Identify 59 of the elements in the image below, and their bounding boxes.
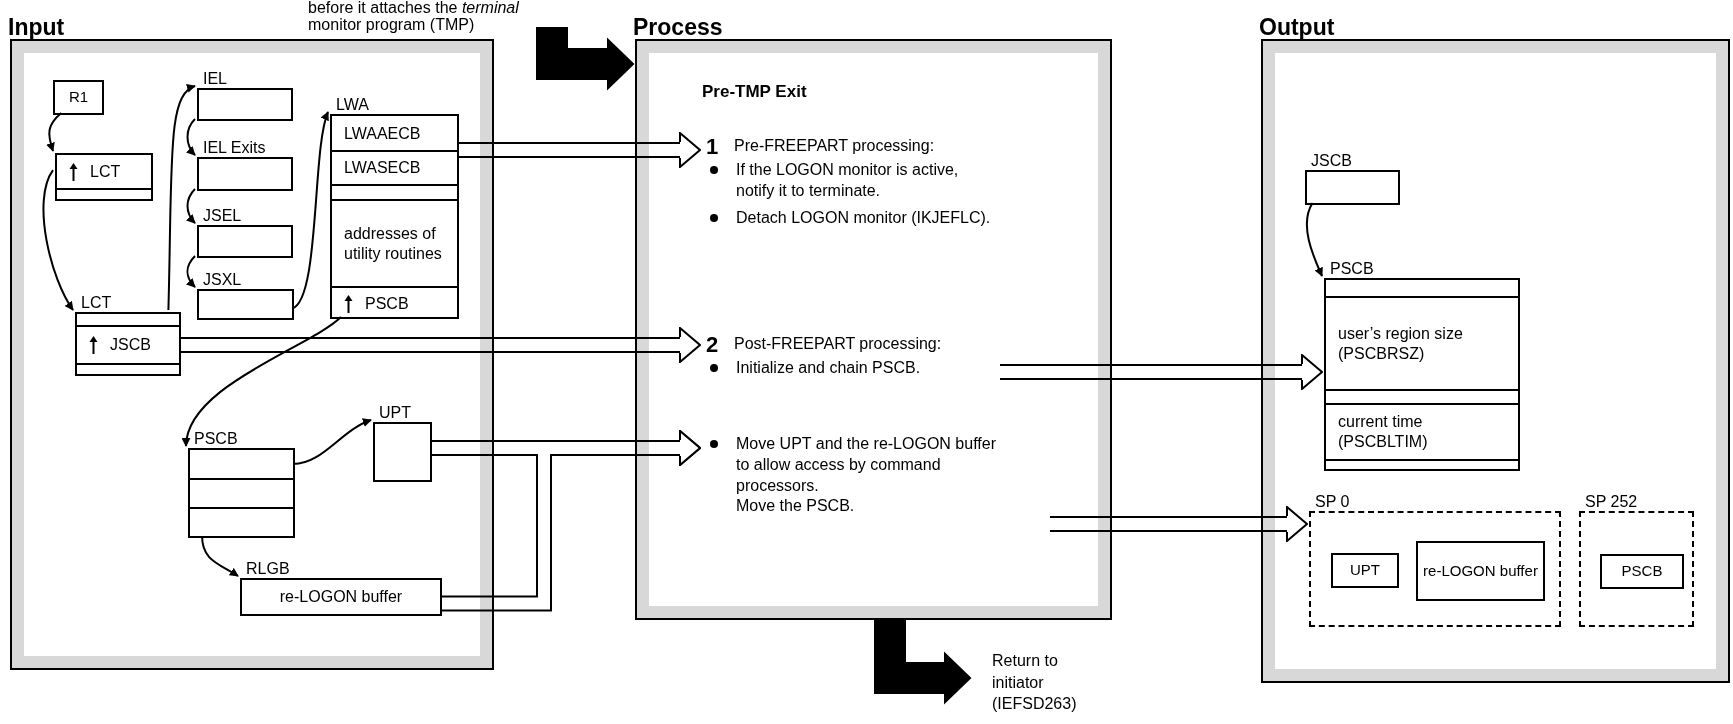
block-name: IEL Exits [203, 140, 266, 156]
block-label: R1 [68, 88, 89, 107]
block-name: LWA [336, 97, 369, 113]
block-label: UPT [1350, 561, 1380, 580]
bullet-text: Move the PSCB. [736, 496, 856, 517]
control-block [55, 153, 153, 201]
block-name: JSEL [203, 208, 242, 224]
pointer-arrow [201, 535, 239, 577]
pointer-arrow [186, 118, 196, 156]
block-name: JSCB [1311, 153, 1352, 169]
note-text: before it attaches the terminal monitor program (TMP) [308, 0, 520, 33]
block-name: RLGB [246, 561, 290, 577]
bullet-text: If the LOGON monitor is active, notify it to terminate. [736, 160, 960, 201]
pointer-arrow [186, 188, 196, 224]
pointer-arrow [292, 418, 372, 465]
block-name: PSCB [194, 431, 238, 447]
block-name: LCT [81, 295, 112, 311]
field-label: current time (PSCBLTIM) [1338, 412, 1429, 452]
panel-title: Input [8, 16, 65, 39]
step-number: 1 [706, 136, 719, 158]
pointer-arrow [42, 169, 74, 311]
pointer-arrow [291, 111, 330, 310]
block-name: JSXL [203, 272, 242, 288]
memory-block [53, 80, 104, 115]
pointer-arrow [182, 316, 342, 447]
block-name: PSCB [1330, 261, 1374, 277]
bullet-text: Detach LOGON monitor (IKJEFLC). [736, 207, 991, 228]
control-flow-arrow [874, 620, 972, 705]
bullet-text: Initialize and chain PSCB. [736, 358, 922, 378]
pointer-arrow [186, 255, 196, 288]
block-label: re-LOGON buffer [1423, 561, 1538, 581]
pointer-arrow [167, 85, 196, 311]
section-heading: Pre-TMP Exit [702, 81, 807, 103]
field-label: LWASECB [344, 158, 421, 178]
field-label: addresses of utility routines [344, 223, 443, 264]
panel-title: Output [1259, 16, 1335, 39]
pointer-arrow [46, 112, 63, 152]
bullet-text: Move UPT and the re-LOGON buffer to allow access by command processors. [736, 434, 997, 496]
control-flow-arrow [536, 27, 635, 91]
pointer-arrow [1305, 202, 1323, 277]
block-name: SP 252 [1585, 494, 1638, 510]
field-label: LWAAECB [344, 123, 421, 144]
step-heading: Post-FREEPART processing: [734, 334, 942, 354]
block-name: IEL [203, 71, 227, 87]
block-label: PSCB [1621, 562, 1663, 581]
block-label: re-LOGON buffer [279, 587, 403, 607]
memory-block [1600, 554, 1684, 589]
panel-title: Process [633, 16, 723, 39]
field-label: LCT [90, 162, 121, 182]
memory-block [1416, 541, 1545, 601]
block-name: UPT [379, 405, 411, 421]
step-number: 2 [706, 334, 719, 356]
block-name: SP 0 [1315, 494, 1350, 510]
field-label: JSCB [110, 335, 151, 355]
exit-label: Return to initiator (IEFSD263) [992, 651, 1078, 715]
step-heading: Pre-FREEPART processing: [734, 136, 935, 156]
memory-block [1331, 553, 1399, 588]
field-label: PSCB [365, 294, 409, 314]
field-label: user’s region size (PSCBRSZ) [1338, 323, 1464, 364]
